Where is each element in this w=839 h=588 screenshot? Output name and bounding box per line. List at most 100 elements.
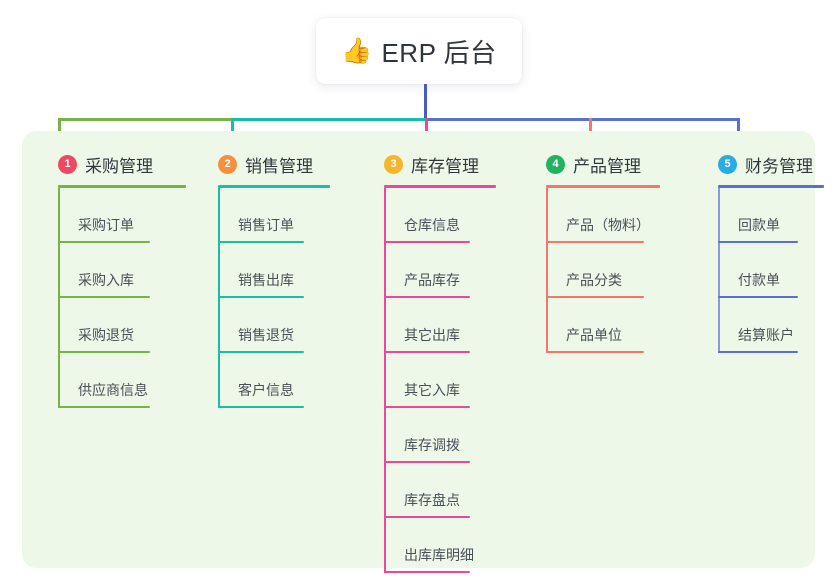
leaf-item-rule	[384, 406, 470, 408]
leaf-item[interactable]: 销售订单	[218, 188, 304, 243]
leaf-item[interactable]: 回款单	[718, 188, 798, 243]
leaf-item-rule	[546, 241, 644, 243]
leaf-item-label: 采购订单	[78, 217, 134, 233]
leaf-item-label: 付款单	[738, 272, 780, 288]
connector-bus-teal	[231, 118, 425, 121]
column-title-4: 产品管理	[573, 156, 641, 176]
leaf-item-label: 产品分类	[566, 272, 622, 288]
leaf-item-label: 客户信息	[238, 382, 294, 398]
leaf-item-label: 产品库存	[404, 272, 460, 288]
leaf-item-rule	[218, 296, 304, 298]
root-title-card: 👍 ERP 后台	[316, 18, 522, 84]
column-2: 2 销售管理销售订单销售出库销售退货客户信息	[200, 143, 340, 408]
page-title: ERP 后台	[381, 37, 497, 68]
column-badge-1: 1	[58, 154, 77, 174]
connector-bus-green	[58, 118, 231, 121]
connector-bus-blue	[425, 118, 737, 121]
column-badge-2: 2	[218, 154, 237, 174]
leaf-item-rule	[718, 296, 798, 298]
leaf-item[interactable]: 其它出库	[384, 298, 470, 353]
column-badge-3: 3	[384, 154, 403, 174]
column-4: 4 产品管理产品（物料） 产品分类产品单位	[528, 143, 668, 353]
leaf-item[interactable]: 付款单	[718, 243, 798, 298]
leaf-item-rule	[718, 351, 798, 353]
leaf-item-rule	[218, 351, 304, 353]
leaf-item[interactable]: 销售退货	[218, 298, 304, 353]
leaf-item-label: 其它入库	[404, 382, 460, 398]
leaf-item-label: 销售出库	[238, 272, 294, 288]
leaf-item[interactable]: 结算账户	[718, 298, 798, 353]
leaf-item[interactable]: 出库库明细	[384, 518, 474, 573]
leaf-item-rule	[218, 406, 304, 408]
connector-root-stem	[424, 84, 427, 121]
column-header-5[interactable]: 5 财务管理	[700, 143, 813, 185]
column-header-rule-5	[718, 185, 824, 188]
thumbs-up-icon: 👍	[341, 36, 373, 65]
column-badge-4: 4	[546, 154, 565, 174]
leaf-item-label: 库存盘点	[404, 492, 460, 508]
leaf-item-label: 库存调拨	[404, 437, 460, 453]
leaf-item[interactable]: 客户信息	[218, 353, 304, 408]
column-5: 5 财务管理回款单付款单结算账户	[700, 143, 824, 353]
column-spine-1	[58, 188, 60, 408]
leaf-item-label: 回款单	[738, 217, 780, 233]
leaf-item[interactable]: 采购入库	[58, 243, 150, 298]
leaf-item-rule	[384, 461, 470, 463]
leaf-item[interactable]: 产品（物料）	[546, 188, 650, 243]
leaf-item-label: 结算账户	[738, 327, 794, 343]
leaf-item-rule	[384, 571, 470, 573]
leaf-item[interactable]: 采购订单	[58, 188, 150, 243]
leaf-item-rule	[58, 406, 150, 408]
column-header-4[interactable]: 4 产品管理	[528, 143, 668, 185]
leaf-item-rule	[546, 296, 644, 298]
leaf-item[interactable]: 库存调拨	[384, 408, 470, 463]
column-3: 3 库存管理仓库信息产品库存其它出库其它入库库存调拨库存盘点出库库明细	[366, 143, 496, 573]
leaf-item[interactable]: 销售出库	[218, 243, 304, 298]
leaf-item-label: 产品（物料）	[566, 217, 650, 233]
column-header-rule-3	[384, 185, 496, 188]
leaf-item-rule	[58, 241, 150, 243]
leaf-item[interactable]: 产品单位	[546, 298, 644, 353]
leaf-item-rule	[384, 241, 470, 243]
column-badge-5: 5	[718, 154, 737, 174]
leaf-item-label: 仓库信息	[404, 217, 460, 233]
leaf-item-label: 采购入库	[78, 272, 134, 288]
leaf-item-label: 销售退货	[238, 327, 294, 343]
leaf-item-rule	[546, 351, 644, 353]
column-spine-4	[546, 188, 548, 353]
column-spine-5	[718, 188, 720, 353]
leaf-item-rule	[58, 296, 150, 298]
leaf-item[interactable]: 库存盘点	[384, 463, 470, 518]
leaf-item[interactable]: 仓库信息	[384, 188, 470, 243]
leaf-item[interactable]: 其它入库	[384, 353, 470, 408]
column-title-5: 财务管理	[745, 156, 813, 176]
column-spine-3	[384, 188, 386, 573]
column-title-2: 销售管理	[245, 156, 313, 176]
leaf-item-rule	[718, 241, 798, 243]
leaf-item-rule	[384, 351, 470, 353]
column-header-rule-4	[546, 185, 660, 188]
column-title-3: 库存管理	[411, 156, 479, 176]
leaf-item-label: 其它出库	[404, 327, 460, 343]
leaf-item-label: 出库库明细	[404, 547, 474, 563]
leaf-item[interactable]: 产品分类	[546, 243, 644, 298]
leaf-item-rule	[384, 296, 470, 298]
leaf-item-rule	[58, 351, 150, 353]
leaf-item[interactable]: 采购退货	[58, 298, 150, 353]
leaf-item-label: 采购退货	[78, 327, 134, 343]
leaf-item-rule	[384, 516, 470, 518]
column-header-rule-1	[58, 185, 186, 188]
column-header-2[interactable]: 2 销售管理	[200, 143, 340, 185]
leaf-item-label: 产品单位	[566, 327, 622, 343]
leaf-item-label: 供应商信息	[78, 382, 148, 398]
leaf-item[interactable]: 供应商信息	[58, 353, 150, 408]
column-spine-2	[218, 188, 220, 408]
column-header-3[interactable]: 3 库存管理	[366, 143, 496, 185]
leaf-item-rule	[218, 241, 304, 243]
column-header-rule-2	[218, 185, 330, 188]
leaf-item-label: 销售订单	[238, 217, 294, 233]
leaf-item[interactable]: 产品库存	[384, 243, 470, 298]
